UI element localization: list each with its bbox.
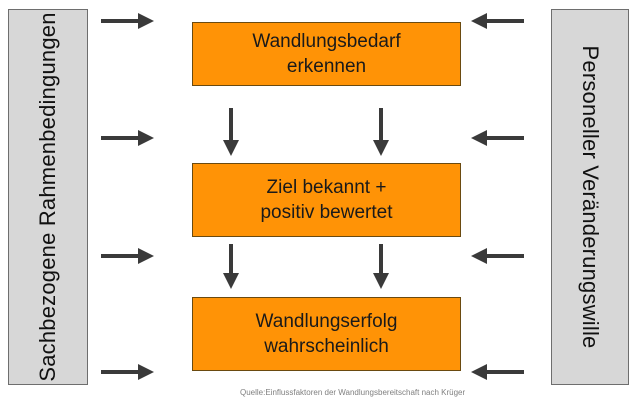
step-box-3: Wandlungserfolg wahrscheinlich	[192, 297, 461, 371]
step-box-3-line-2: wahrscheinlich	[264, 336, 389, 357]
right-panel: Personeller Veränderungswille	[551, 9, 629, 385]
source-caption: Quelle:Einflussfaktoren der Wandlungsber…	[240, 388, 466, 397]
step-box-2: Ziel bekannt + positiv bewertet	[192, 163, 461, 237]
step-box-1: Wandlungsbedarf erkennen	[192, 22, 461, 86]
step-box-1-line-1: Wandlungsbedarf	[252, 31, 401, 52]
right-panel-label: Personeller Veränderungswille	[578, 45, 603, 349]
step-box-2-line-2: positiv bewertet	[260, 202, 393, 223]
step-box-1-line-2: erkennen	[286, 56, 367, 77]
step-box-2-line-1: Ziel bekannt +	[266, 177, 387, 198]
left-panel-label: Sachbezogene Rahmenbedingungen	[35, 12, 60, 382]
step-box-3-line-1: Wandlungserfolg	[255, 311, 398, 332]
left-panel: Sachbezogene Rahmenbedingungen	[8, 9, 88, 385]
